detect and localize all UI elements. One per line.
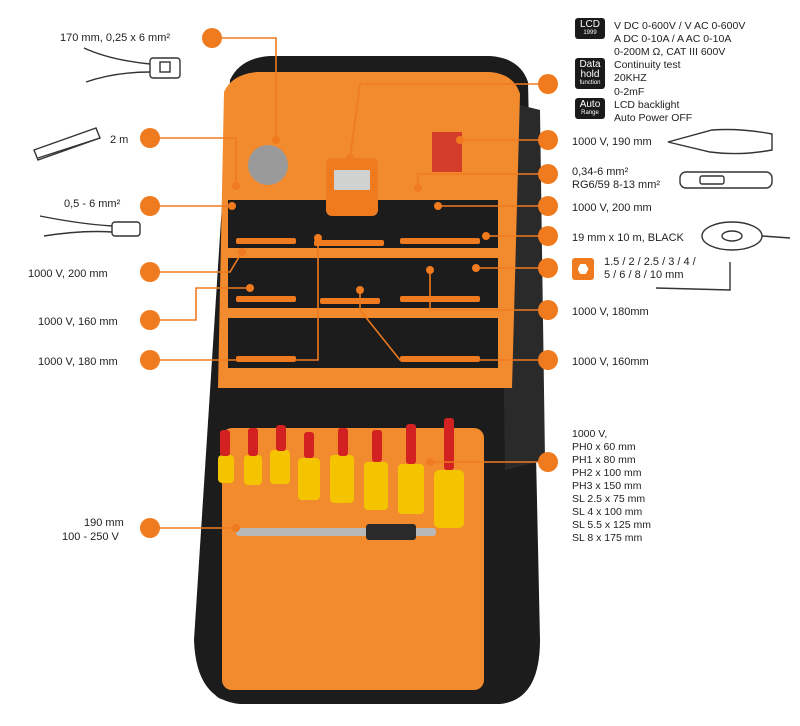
knife-icon xyxy=(667,128,773,155)
datahold-badge: Data hold function xyxy=(575,58,605,89)
screwdriver-spec: PH0 x 60 mm xyxy=(572,441,636,453)
autorange-badge: Auto Range xyxy=(575,98,605,119)
datahold-badge-line2: hold xyxy=(580,69,600,80)
screwdriver-spec: PH1 x 80 mm xyxy=(572,454,636,466)
hex-label-2: 5 / 6 / 8 / 10 mm xyxy=(604,269,684,281)
tape-icon xyxy=(701,221,791,251)
ruler-label: 2 m xyxy=(110,134,129,146)
pliers-right-1-label: 1000 V, 200 mm xyxy=(572,202,652,214)
datahold-badge-line1: Data xyxy=(579,59,601,70)
meter-spec: LCD backlight xyxy=(614,99,680,111)
crimper-icon xyxy=(83,47,181,83)
hex-badge-icon xyxy=(572,258,594,280)
pliers-left-1-label: 1000 V, 200 mm xyxy=(28,268,108,280)
meter-spec: V DC 0-600V / V AC 0-600V xyxy=(614,20,746,32)
pliers-left-3-label: 1000 V, 180 mm xyxy=(38,356,118,368)
meter-spec: Auto Power OFF xyxy=(614,112,693,124)
lcd-badge-top: LCD xyxy=(579,19,600,30)
autorange-badge-line1: Auto xyxy=(579,99,601,110)
tape-label: 19 mm x 10 m, BLACK xyxy=(572,232,684,244)
meter-spec: 0-2mF xyxy=(614,86,645,98)
tester-label-2: 100 - 250 V xyxy=(62,531,119,543)
screwdriver-spec: SL 8 x 175 mm xyxy=(572,532,643,544)
lcd-badge-bottom: 1999 xyxy=(583,30,597,36)
meter-spec: Continuity test xyxy=(614,59,681,71)
autorange-badge-line2: Range xyxy=(581,110,599,116)
screwdriver-spec: SL 5.5 x 125 mm xyxy=(572,519,651,531)
meter-spec: 20KHZ xyxy=(614,72,647,84)
pliers-left-2-label: 1000 V, 160 mm xyxy=(38,316,118,328)
crimper-head xyxy=(248,145,288,185)
stripper-label: 0,5 - 6 mm² xyxy=(64,198,121,210)
meter-spec: 0-200M Ω, CAT III 600V xyxy=(614,46,726,58)
coax-stripper-label-1: 0,34-6 mm² xyxy=(572,166,629,178)
pliers-right-3-label: 1000 V, 160mm xyxy=(572,356,649,368)
knife-label: 1000 V, 190 mm xyxy=(572,136,652,148)
screwdriver-set xyxy=(218,418,464,528)
datahold-badge-line3: function xyxy=(579,80,601,86)
wire-stripper-icon xyxy=(39,215,141,237)
screwdriver-spec: SL 4 x 100 mm xyxy=(572,506,643,518)
hex-key-icon xyxy=(655,262,731,291)
ruler-icon xyxy=(33,127,101,161)
screwdriver-spec: PH2 x 100 mm xyxy=(572,467,642,479)
screwdriver-spec: 1000 V, xyxy=(572,428,608,440)
screwdriver-spec: SL 2.5 x 75 mm xyxy=(572,493,646,505)
pliers-right-2-label: 1000 V, 180mm xyxy=(572,306,649,318)
coax-stripper-label-2: RG6/59 8-13 mm² xyxy=(572,179,661,191)
crimper-label: 170 mm, 0,25 x 6 mm² xyxy=(60,32,171,44)
meter-spec: A DC 0-10A / A AC 0-10A xyxy=(614,33,732,45)
coax-stripper-icon xyxy=(679,171,773,189)
hex-label-1: 1.5 / 2 / 2.5 / 3 / 4 / xyxy=(604,256,696,268)
tester-label-1: 190 mm xyxy=(84,517,124,529)
lcd-badge: LCD 1999 xyxy=(575,18,605,39)
screwdriver-spec: PH3 x 150 mm xyxy=(572,480,642,492)
